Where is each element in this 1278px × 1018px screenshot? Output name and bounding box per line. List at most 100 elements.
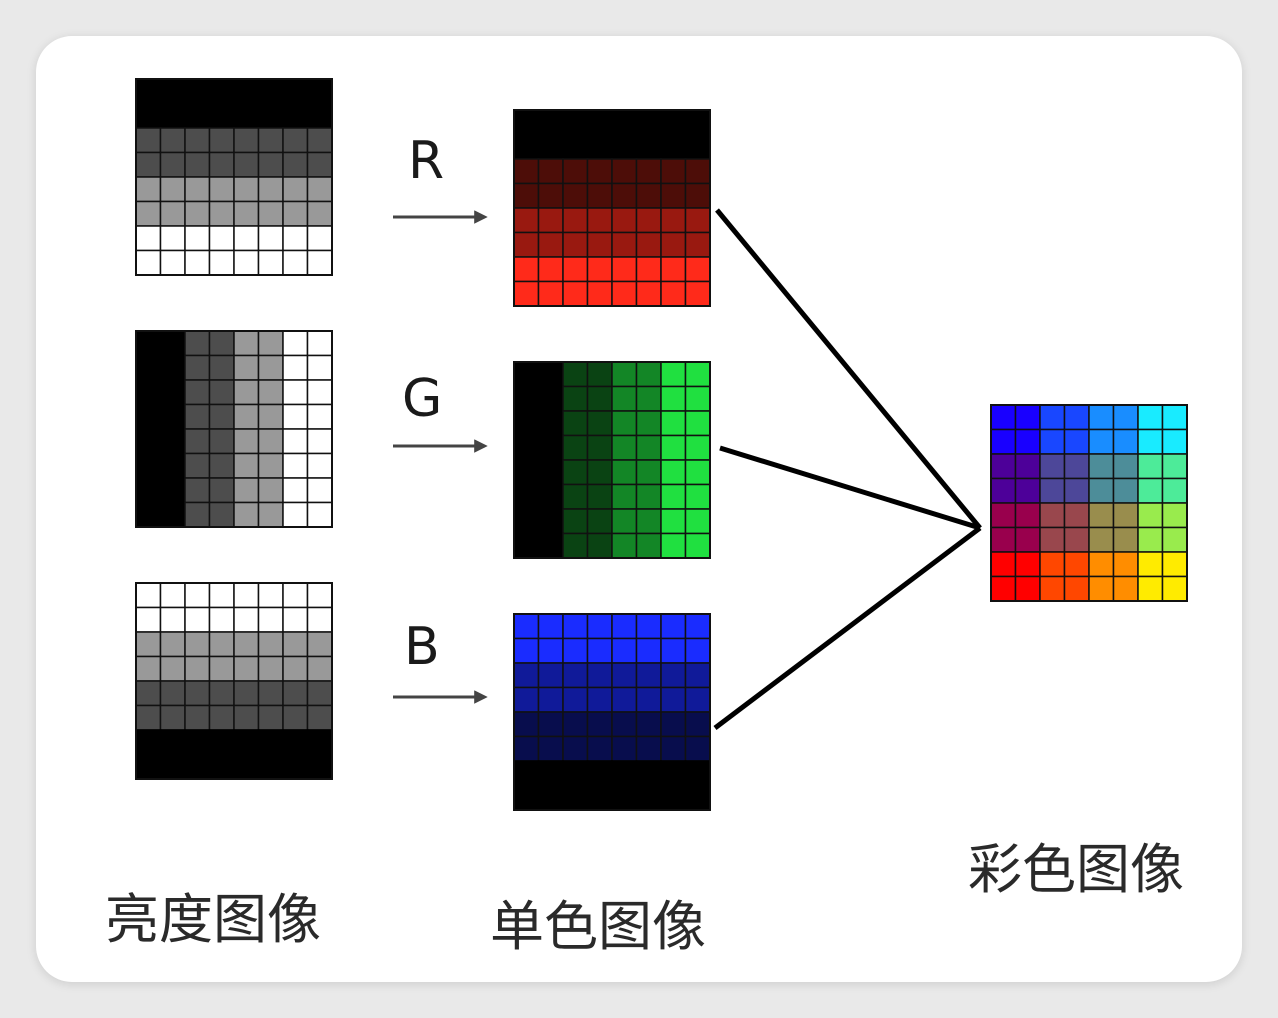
brightness-grid-g-cell	[184, 477, 211, 504]
brightness-grid-b-cell	[233, 704, 260, 731]
mono-grid-g-cell	[660, 459, 687, 486]
mono-grid-g-cell	[586, 385, 613, 412]
brightness-grid-r-cell	[159, 151, 186, 178]
color-grid-cell	[1063, 428, 1090, 455]
mono-grid-r-cell	[660, 109, 687, 136]
mono-grid-r-cell	[635, 182, 662, 209]
mono-grid-g-cell	[537, 434, 564, 461]
label-color-image: 彩色图像	[968, 838, 1184, 901]
mono-grid-b-cell	[660, 784, 687, 811]
brightness-grid-b-cell	[135, 606, 162, 633]
mono-grid-b-cell	[660, 637, 687, 664]
brightness-grid-r-cell	[184, 249, 211, 276]
brightness-grid-b-cell	[257, 582, 284, 609]
mono-grid-g-cell	[562, 410, 589, 437]
brightness-grid-r	[135, 78, 333, 276]
mono-grid-g-cell	[513, 483, 540, 510]
color-grid-cell	[1039, 477, 1066, 504]
mono-grid-r-cell	[586, 231, 613, 258]
brightness-grid-r-cell	[282, 225, 309, 252]
brightness-grid-g-cell	[135, 428, 162, 455]
brightness-grid-r-cell	[159, 102, 186, 129]
brightness-grid-r-cell	[257, 102, 284, 129]
brightness-grid-r-cell	[208, 225, 235, 252]
color-grid-cell	[1039, 551, 1066, 578]
brightness-grid-b-cell	[135, 729, 162, 756]
mono-grid-b-cell	[611, 686, 638, 713]
brightness-grid-r-cell	[135, 151, 162, 178]
mono-grid-r-cell	[684, 207, 711, 234]
mono-grid-r-cell	[635, 158, 662, 185]
brightness-grid-r-cell	[135, 102, 162, 129]
mono-grid-r-cell	[635, 256, 662, 283]
brightness-grid-g-cell	[306, 354, 333, 381]
brightness-grid-g-cell	[208, 379, 235, 406]
mono-grid-r-cell	[635, 231, 662, 258]
brightness-grid-g-cell	[208, 403, 235, 430]
brightness-grid-g-cell	[257, 428, 284, 455]
brightness-grid-r-cell	[257, 78, 284, 105]
mono-grid-r-cell	[611, 133, 638, 160]
brightness-grid-r-cell	[208, 176, 235, 203]
mono-grid-r-cell	[611, 109, 638, 136]
mono-grid-g-cell	[586, 410, 613, 437]
mono-grid-g-cell	[513, 532, 540, 559]
mono-grid-g-cell	[660, 508, 687, 535]
brightness-grid-b-cell	[208, 655, 235, 682]
brightness-grid-b-cell	[306, 729, 333, 756]
brightness-grid-b-cell	[233, 655, 260, 682]
color-grid-cell	[1112, 453, 1139, 480]
brightness-grid-b-cell	[233, 631, 260, 658]
brightness-grid-r-cell	[306, 249, 333, 276]
color-grid-cell	[1161, 477, 1188, 504]
brightness-grid-r-cell	[233, 225, 260, 252]
brightness-grid-r-cell	[159, 127, 186, 154]
brightness-grid-g-cell	[233, 477, 260, 504]
mono-grid-r-cell	[684, 256, 711, 283]
mono-grid-r-cell	[586, 133, 613, 160]
mono-grid-b-cell	[635, 760, 662, 787]
mono-grid-g-cell	[586, 483, 613, 510]
brightness-grid-r-cell	[135, 127, 162, 154]
brightness-grid-b-cell	[282, 606, 309, 633]
color-grid-cell	[1112, 551, 1139, 578]
mono-grid-r-cell	[562, 158, 589, 185]
brightness-grid-b-cell	[282, 753, 309, 780]
color-grid	[990, 404, 1188, 602]
brightness-grid-g-cell	[159, 379, 186, 406]
mono-grid-b-cell	[537, 711, 564, 738]
color-grid-cell	[1161, 526, 1188, 553]
mono-grid-r-border	[513, 109, 711, 307]
brightness-grid-b-cell	[257, 606, 284, 633]
brightness-grid-r-cell	[306, 200, 333, 227]
mono-grid-r-cell	[586, 109, 613, 136]
color-grid-cell	[1063, 404, 1090, 431]
mono-grid-g-cell	[611, 508, 638, 535]
brightness-grid-b-cell	[208, 680, 235, 707]
color-grid-cell	[1014, 551, 1041, 578]
brightness-grid-g-cell	[135, 452, 162, 479]
brightness-grid-b-cell	[208, 606, 235, 633]
color-grid-cell	[1088, 404, 1115, 431]
mono-grid-g	[513, 361, 711, 559]
mono-grid-g-cell	[537, 459, 564, 486]
brightness-grid-g-cell	[135, 477, 162, 504]
brightness-grid-g-cell	[306, 428, 333, 455]
mono-grid-g-cell	[513, 508, 540, 535]
mono-grid-b-cell	[635, 711, 662, 738]
brightness-grid-g-cell	[208, 428, 235, 455]
color-grid-cell	[1014, 453, 1041, 480]
brightness-grid-g-cell	[135, 403, 162, 430]
mono-grid-b-cell	[586, 760, 613, 787]
color-grid-cell	[1112, 526, 1139, 553]
mono-grid-r-cell	[537, 133, 564, 160]
brightness-grid-b-cell	[184, 631, 211, 658]
mono-grid-b-cell	[660, 735, 687, 762]
brightness-grid-g-cell	[184, 501, 211, 528]
mono-grid-r-cell	[611, 231, 638, 258]
label-mono-image: 单色图像	[490, 895, 706, 958]
brightness-grid-b-cell	[135, 582, 162, 609]
mono-grid-b-cell	[635, 735, 662, 762]
brightness-grid-g-cell	[233, 354, 260, 381]
mono-grid-b-cell	[562, 686, 589, 713]
